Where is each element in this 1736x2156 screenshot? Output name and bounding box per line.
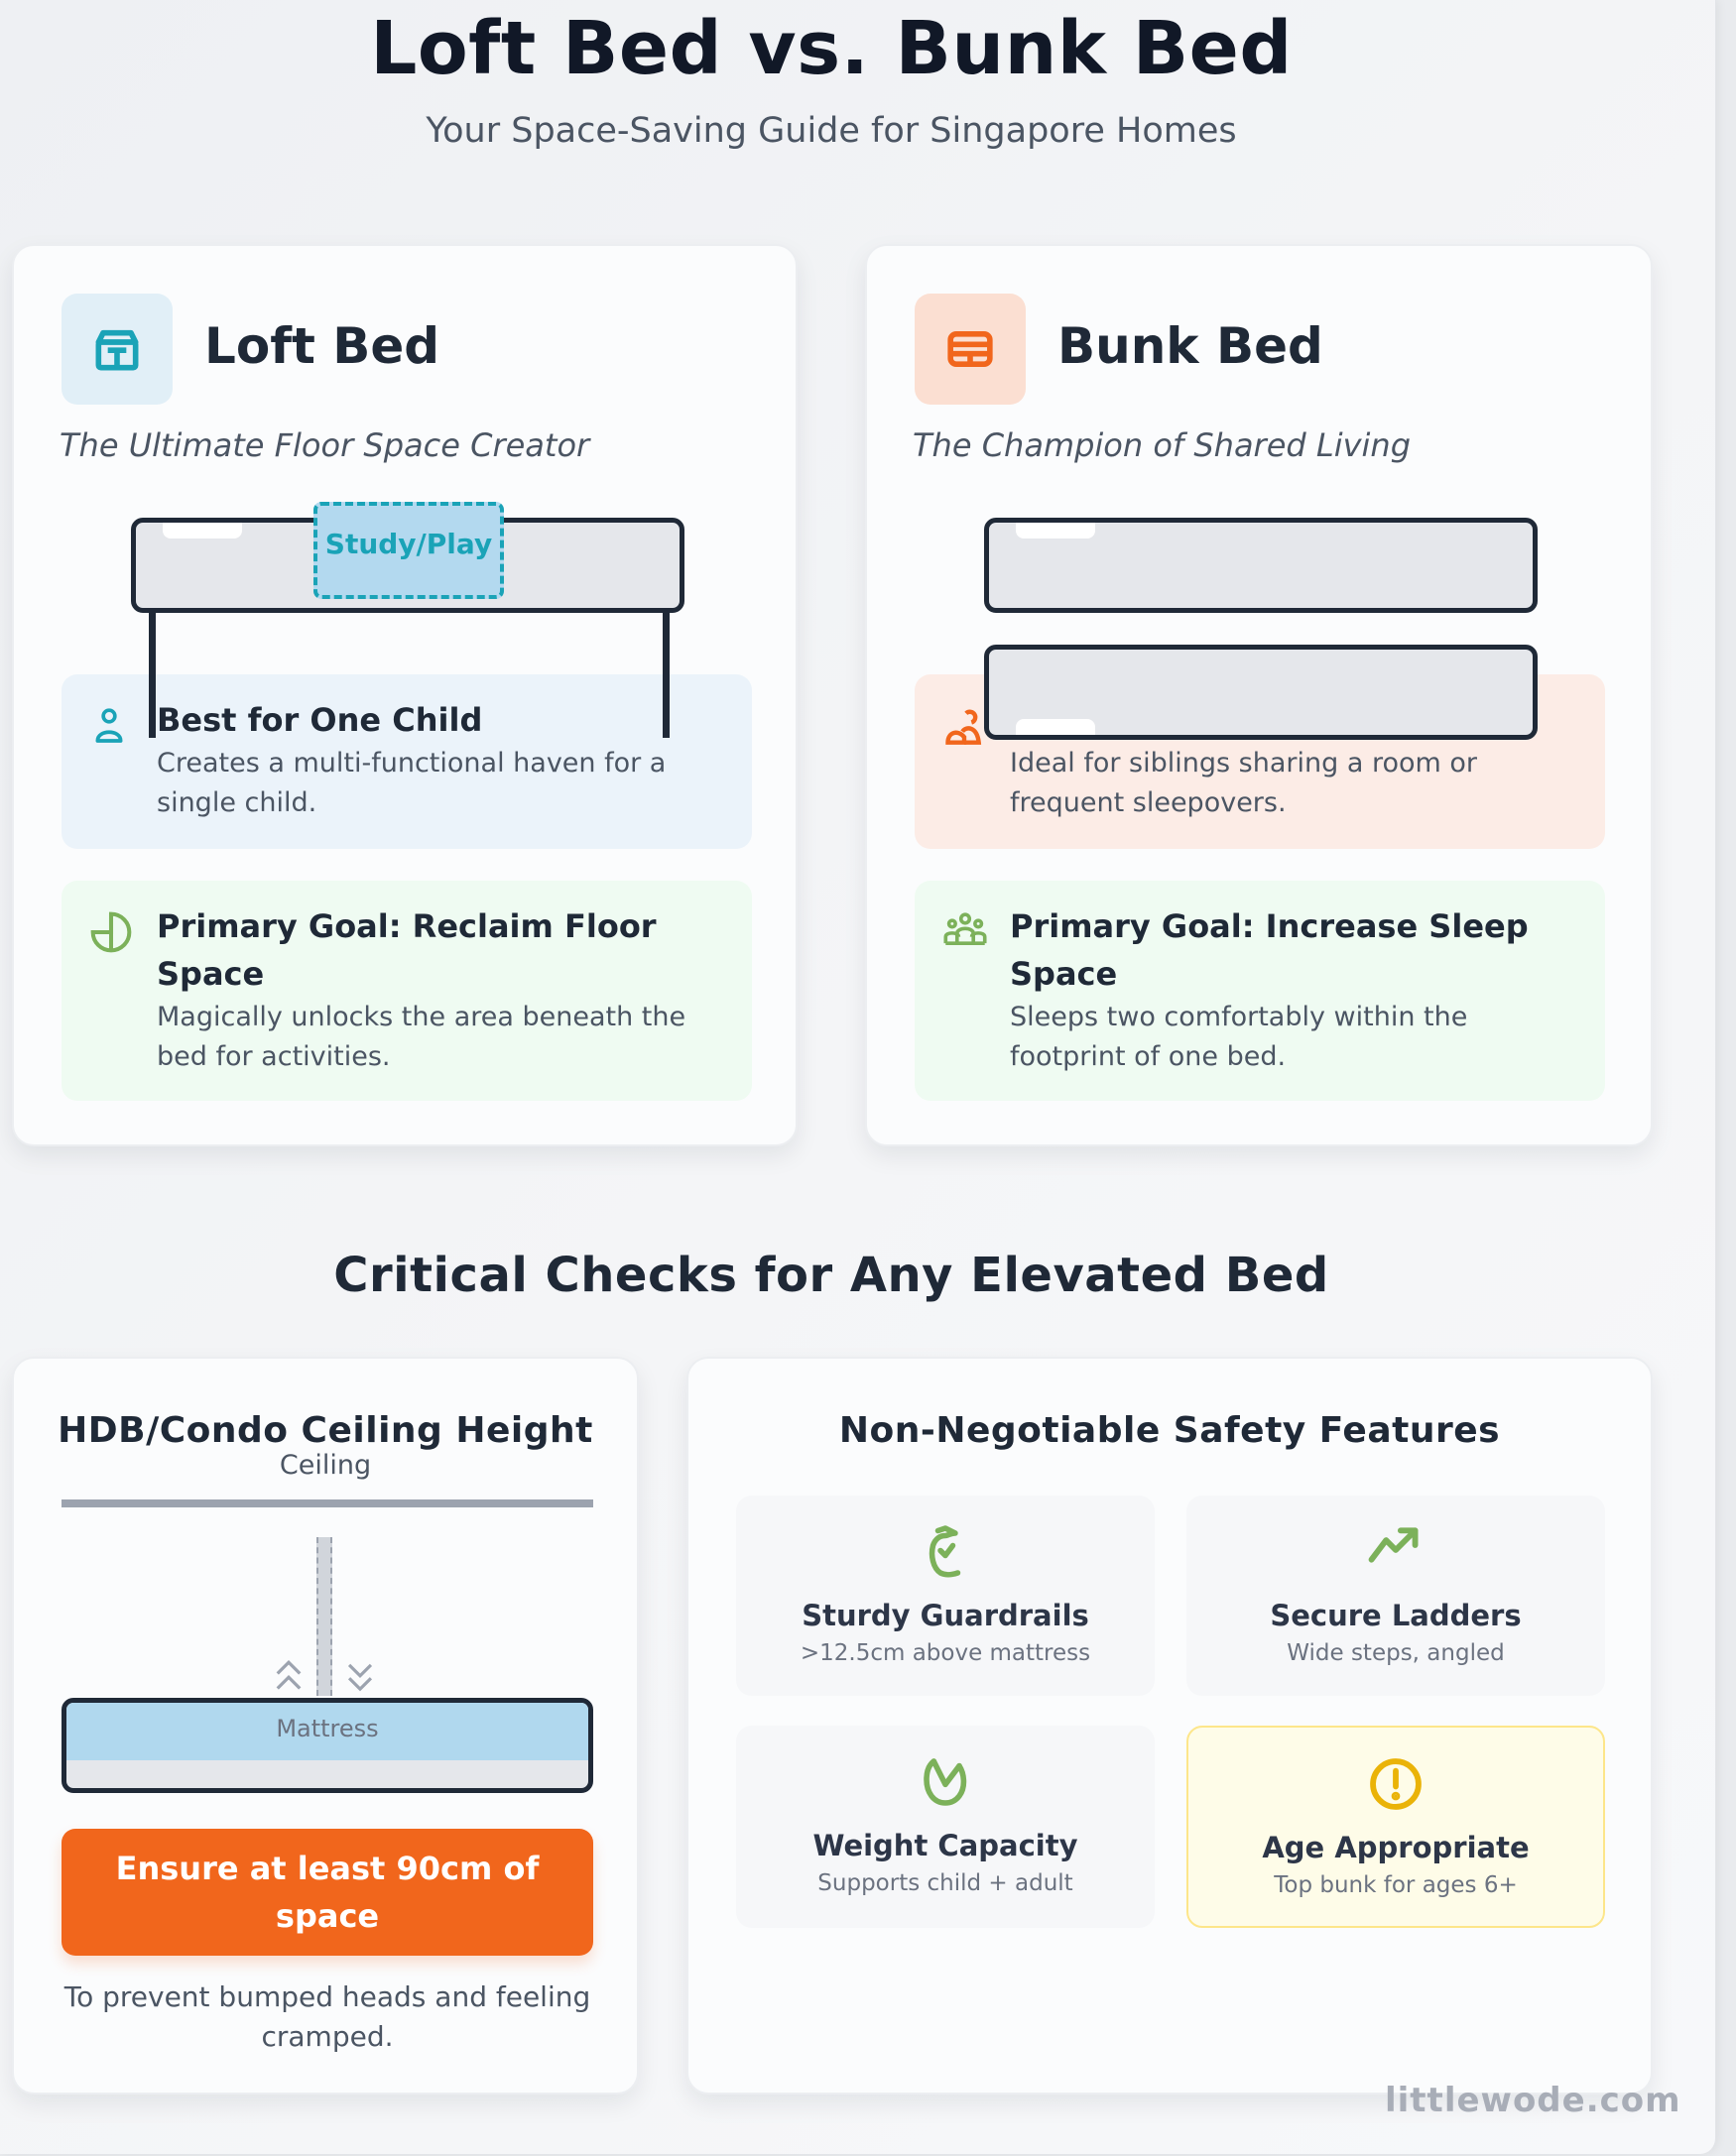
safety-tile-ladders: Secure Ladders Wide steps, angled [1186, 1496, 1605, 1696]
feature-desc: Creates a multi-functional haven for a s… [157, 748, 667, 818]
chevrons-down-icon [347, 1663, 373, 1692]
safety-item-desc: Top bunk for ages 6+ [1274, 1872, 1518, 1898]
section-title: Critical Checks for Any Elevated Bed [333, 1248, 1329, 1303]
feature-title: Primary Goal: Increase Sleep Space [1010, 907, 1529, 993]
trending-up-icon [1368, 1527, 1419, 1563]
ceiling-label: Ceiling [279, 1450, 372, 1481]
bunk-bed-card: Bunk Bed The Champion of Shared Living I… [865, 244, 1653, 1146]
pillow [1016, 523, 1095, 539]
safety-tile-guardrails: Sturdy Guardrails >12.5cm above mattress [736, 1496, 1155, 1696]
alert-circle-icon [1370, 1758, 1422, 1810]
loft-feature-one-child: Best for One Child Creates a multi-funct… [62, 674, 752, 849]
safety-item-title: Secure Ladders [1270, 1599, 1522, 1632]
group-icon [943, 912, 987, 945]
pie-chart-icon [90, 911, 132, 953]
safety-item-desc: >12.5cm above mattress [800, 1640, 1091, 1666]
loft-tagline: The Ultimate Floor Space Creator [60, 426, 590, 464]
loft-feature-reclaim-floor: Primary Goal: Reclaim Floor Space Magica… [62, 881, 752, 1101]
mattress-diagram: Mattress [62, 1698, 593, 1793]
clearance-alert: Ensure at least 90cm of space [62, 1829, 593, 1956]
ceiling-line [62, 1499, 593, 1507]
mattress-label: Mattress [66, 1703, 588, 1760]
watermark: littlewode.com [1385, 2081, 1681, 2120]
safety-tile-weight: Weight Capacity Supports child + adult [736, 1726, 1155, 1928]
clearance-note: To prevent bumped heads and feeling cram… [63, 1980, 591, 2053]
loft-title: Loft Bed [204, 317, 440, 375]
user-icon [95, 708, 123, 743]
safety-tile-age: Age Appropriate Top bunk for ages 6+ [1186, 1726, 1605, 1928]
safety-item-title: Weight Capacity [812, 1829, 1078, 1862]
page-subtitle: Your Space-Saving Guide for Singapore Ho… [426, 111, 1237, 151]
feature-desc: Sleeps two comfortably within the footpr… [1010, 1002, 1468, 1072]
clearance-gap-indicator [316, 1537, 332, 1696]
safety-item-desc: Supports child + adult [817, 1870, 1073, 1896]
feature-desc: Magically unlocks the area beneath the b… [157, 1002, 686, 1072]
safety-item-title: Sturdy Guardrails [802, 1599, 1089, 1632]
bunk-title: Bunk Bed [1057, 317, 1323, 375]
shield-check-icon [929, 1525, 961, 1578]
chevrons-up-icon [276, 1659, 302, 1690]
loft-bed-card: Loft Bed The Ultimate Floor Space Creato… [12, 244, 798, 1146]
study-play-zone: Study/Play [313, 502, 504, 599]
safety-features-card: Non-Negotiable Safety Features Sturdy Gu… [686, 1357, 1653, 2095]
feature-title: Primary Goal: Reclaim Floor Space [157, 907, 657, 993]
page-title: Loft Bed vs. Bunk Bed [370, 6, 1293, 91]
pillow [163, 523, 242, 539]
bed-leg [663, 611, 670, 738]
feature-desc: Ideal for siblings sharing a room or fre… [1010, 748, 1477, 818]
feature-title: Best for One Child [157, 701, 483, 739]
archive-box-icon [95, 329, 139, 371]
safety-item-title: Age Appropriate [1262, 1831, 1530, 1864]
weight-check-icon [924, 1758, 967, 1806]
pillow [1016, 719, 1095, 735]
bed-leg [149, 611, 156, 738]
bunk-bed-icon [947, 331, 993, 367]
bunk-feature-sleep-space: Primary Goal: Increase Sleep Space Sleep… [915, 881, 1605, 1101]
ceiling-title: HDB/Condo Ceiling Height [58, 1410, 593, 1451]
safety-title: Non-Negotiable Safety Features [838, 1410, 1501, 1451]
bunk-icon-box [915, 294, 1026, 405]
siblings-icon [945, 709, 982, 745]
bunk-tagline: The Champion of Shared Living [913, 426, 1412, 464]
ceiling-height-card: HDB/Condo Ceiling Height Ceiling Mattres… [12, 1357, 639, 2095]
safety-item-desc: Wide steps, angled [1287, 1640, 1505, 1666]
loft-icon-box [62, 294, 173, 405]
